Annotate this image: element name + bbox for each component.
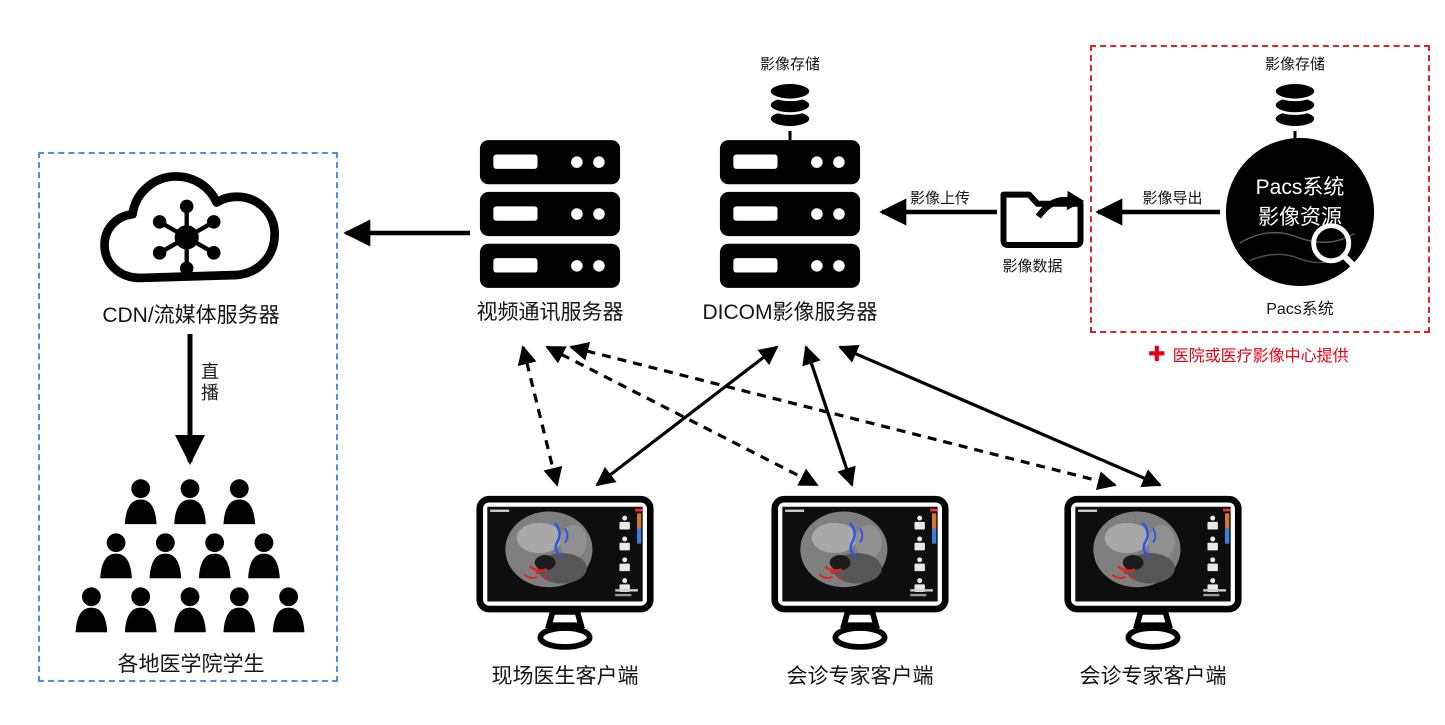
dicom-storage-icon — [766, 80, 814, 130]
pacs-circle-text: Pacs系统 影像资源 — [1222, 134, 1378, 290]
pacs-storage-label: 影像存储 — [1264, 56, 1325, 73]
link-dicom-client2 — [802, 345, 856, 487]
dicom-storage-label: 影像存储 — [759, 56, 820, 73]
client-monitor-3 — [1063, 494, 1243, 654]
provider-note-text: 医院或医疗影像中心提供 — [1172, 348, 1349, 365]
pacs-circle-line1: Pacs系统 — [1255, 176, 1345, 199]
provider-note: ✚ 医院或医疗影像中心提供 — [1148, 342, 1349, 366]
upload-flow-label: 影像上传 — [909, 190, 970, 207]
link-video-client3 — [569, 341, 1117, 491]
video-server-label: 视频通讯服务器 — [476, 301, 624, 324]
plus-icon: ✚ — [1148, 342, 1166, 366]
students-icon — [62, 478, 318, 636]
link-dicom-client1 — [595, 345, 779, 487]
pacs-circle-line2: 影像资源 — [1258, 206, 1342, 229]
client-label-1: 现场医生客户端 — [491, 665, 639, 688]
link-video-client2 — [545, 345, 819, 487]
cdn-group-box — [38, 152, 338, 682]
pacs-storage-icon — [1271, 80, 1319, 130]
dicom-server-label: DICOM影像服务器 — [702, 301, 878, 324]
pacs-system-icon: Pacs系统 影像资源 — [1222, 134, 1378, 290]
client-monitor-2 — [770, 494, 950, 654]
export-flow-label: 影像导出 — [1142, 190, 1203, 207]
live-stream-label: 直播 — [201, 362, 219, 403]
image-data-folder-icon — [998, 172, 1086, 252]
cdn-cloud-icon — [90, 160, 295, 305]
dicom-server-icon — [718, 138, 862, 290]
client-label-2: 会诊专家客户端 — [786, 665, 934, 688]
pacs-caption: Pacs系统 — [1266, 301, 1334, 318]
link-video-client1 — [517, 345, 563, 487]
link-dicom-client3 — [838, 345, 1162, 487]
image-data-label: 影像数据 — [1002, 258, 1063, 275]
video-server-icon — [478, 138, 622, 290]
client-monitor-1 — [475, 494, 655, 654]
cdn-label: CDN/流媒体服务器 — [102, 304, 280, 327]
client-label-3: 会诊专家客户端 — [1079, 665, 1227, 688]
students-label: 各地医学院学生 — [117, 653, 265, 676]
magnifier-icon — [1311, 223, 1352, 264]
pacs-group-box — [1090, 45, 1430, 333]
